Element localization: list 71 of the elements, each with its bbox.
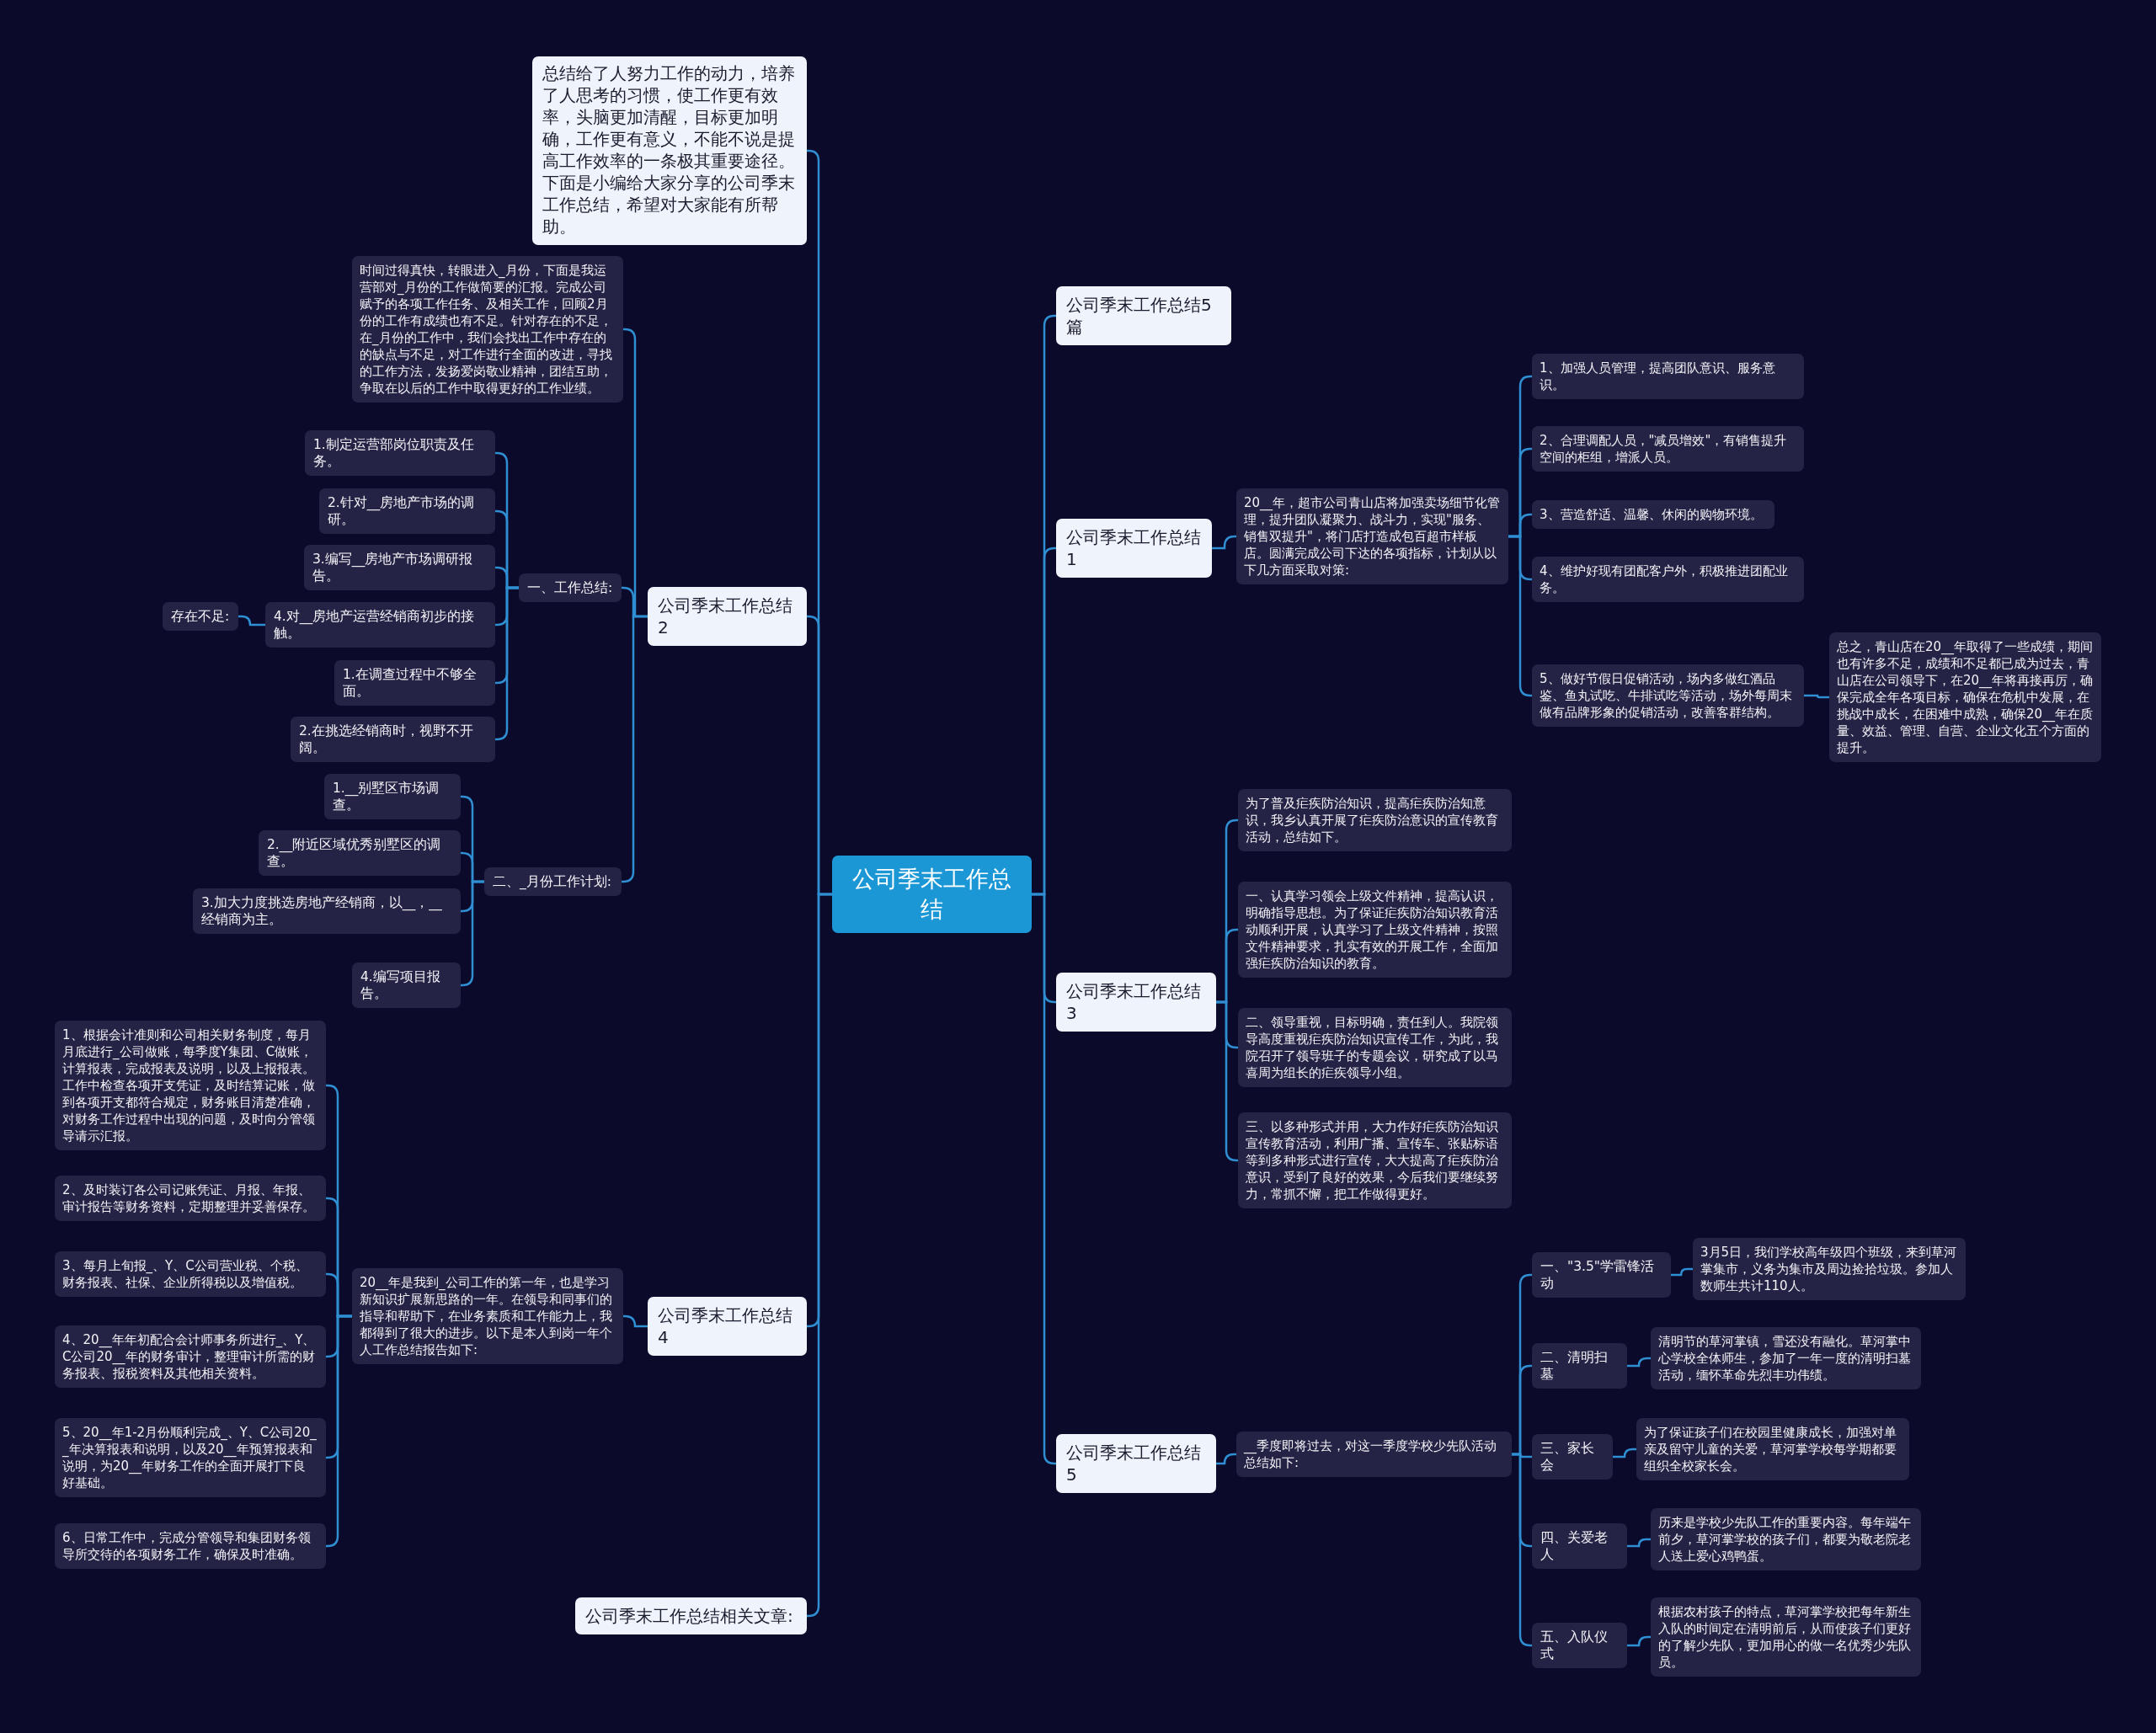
topic-box: 公司季末工作总结5: [1056, 1434, 1216, 1493]
subtopic-box: 二、_月份工作计划:: [484, 867, 622, 896]
text-box: 一、认真学习领会上级文件精神，提高认识，明确指导思想。为了保证疟疾防治知识教育活动顺利开展，认真学习了上级文件精神，按照文件精神要求，扎实有效的开展工作，全面加强疟疾防治知识的教育。: [1238, 882, 1512, 978]
topic-box: 公司季末工作总结2: [648, 587, 807, 646]
subtopic-box: 3.加大力度挑选房地产经销商，以__，__经销商为主。: [193, 888, 461, 934]
text-box: 2、合理调配人员，"减员增效"，有销售提升空间的柜组，增派人员。: [1532, 426, 1804, 472]
text-box: 三、以多种形式并用，大力作好疟疾防治知识宣传教育活动，利用广播、宣传车、张贴标语等到多种形式进行宣传，大大提高了疟疾防治意识，受到了良好的效果，今后我们要继续努力，常抓不懈，把工作做得更好。: [1238, 1112, 1512, 1208]
text-box: 1、加强人员管理，提高团队意识、服务意识。: [1532, 354, 1804, 399]
connector-line: [1671, 1267, 1693, 1277]
connector-line: [1627, 1538, 1651, 1548]
subtopic-box: 二、清明扫墓: [1532, 1343, 1627, 1389]
connector-line: [461, 880, 484, 987]
subtopic-box: 3.编写__房地产市场调研报告。: [304, 545, 495, 590]
subtopic-box: 1.制定运营部岗位职责及任务。: [305, 430, 495, 476]
text-box: 3、营造舒适、温馨、休闲的购物环境。: [1532, 500, 1774, 529]
connector-line: [1216, 1000, 1238, 1162]
topic-box: 公司季末工作总结相关文章:: [575, 1597, 807, 1634]
text-box: 5、20__年1-2月份顺利完成_、Y、C公司20__年决算报表和说明，以及20__年预算报表和说明，为20__年财务工作的全面开展打下良好基础。: [55, 1418, 326, 1497]
connector-line: [1512, 1453, 1532, 1647]
text-box: 3、每月上旬报_、Y、C公司营业税、个税、财务报表、社保、企业所得税以及增值税。: [55, 1251, 326, 1297]
subtopic-box: 4.编写项目报告。: [352, 962, 461, 1008]
subtopic-box: 4.对__房地产运营经销商初步的接触。: [265, 602, 495, 648]
connector-line: [1804, 694, 1829, 699]
text-box: 根据农村孩子的特点，草河掌学校把每年新生入队的时间定在清明前后，从而使孩子们更好的了解少先队，更加用心的做一名优秀少先队员。: [1651, 1597, 1921, 1677]
topic-box: 公司季末工作总结5篇: [1056, 286, 1231, 345]
subtopic-box: 2.针对__房地产市场的调研。: [319, 488, 495, 534]
text-box: 4、维护好现有团配客户外，积极推进团配业务。: [1532, 557, 1804, 602]
topic-box: 公司季末工作总结1: [1056, 519, 1212, 578]
text-box: 5、做好节假日促销活动，场内多做红酒品鉴、鱼丸试吃、牛排试吃等活动，场外每周末做有品牌形象的促销活动，改善客群结构。: [1532, 664, 1804, 727]
text-box: 6、日常工作中，完成分管领导和集团财务领导所交待的各项财务工作，确保及时准确。: [55, 1523, 326, 1569]
connector-line: [495, 586, 519, 741]
text-box: 20__年，超市公司青山店将加强卖场细节化管理，提升团队凝聚力、战斗力，实现"服务、销售双提升"，将门店打造成包百超市样板店。圆满完成公司下达的各项指标，计划从以下几方面采取对策:: [1236, 488, 1508, 584]
text-box: 2、及时装订各公司记账凭证、月报、年报、审计报告等财务资料，定期整理并妥善保存。: [55, 1176, 326, 1221]
connector-line: [1508, 535, 1532, 697]
connector-line: [1627, 1357, 1651, 1368]
subtopic-box: 2.__附近区域优秀别墅区的调查。: [259, 830, 461, 876]
connector-line: [1032, 893, 1057, 1465]
subtopic-box: 一、"3.5"学雷锋活动: [1532, 1252, 1671, 1298]
connector-line: [1627, 1635, 1651, 1647]
text-box: 为了普及疟疾防治知识，提高疟疾防治知意识，我乡认真开展了疟疾防治意识的宣传教育活动，总结如下。: [1238, 789, 1512, 851]
connector-line: [326, 1314, 352, 1548]
subtopic-box: 2.在挑选经销商时，视野不开阔。: [291, 717, 495, 762]
subtopic-box: 四、关爱老人: [1532, 1523, 1627, 1569]
central-topic: 公司季末工作总结: [832, 856, 1032, 933]
text-box: 20__年是我到_公司工作的第一年，也是学习新知识扩展新思路的一年。在领导和同事们的指导和帮助下，在业务素质和工作能力上，我都得到了很大的进步。以下是本人到岗一年个人工作总结报告如下:: [352, 1268, 623, 1364]
connector-line: [1613, 1448, 1636, 1458]
connector-line: [1216, 1453, 1236, 1465]
intro-text-box: 总结给了人努力工作的动力，培养了人思考的习惯，使工作更有效率，头脑更加清醒，目标更加明确，工作更有意义，不能不说是提高工作效率的一条极其重要途径。下面是小编给大家分享的公司季末工作总结，希望对大家能有所帮助。: [532, 56, 807, 245]
text-box: 总之，青山店在20__年取得了一些成绩，期间也有许多不足，成绩和不足都已成为过去，青山店在公司领导下，在20__年将再接再厉，确保完成全年各项目标，确保在危机中发展，在挑战中成长，在困难中成熟，确保20__年在质量、效益、管理、自营、企业文化五个方面的提升。: [1829, 632, 2101, 762]
subtopic-box: 1.在调查过程中不够全面。: [334, 660, 495, 706]
subtopic-box: 五、入队仪式: [1532, 1623, 1627, 1668]
text-box: 3月5日，我们学校高年级四个班级，来到草河掌集市，义务为集市及周边捡拾垃圾。参加人数师生共计110人。: [1693, 1238, 1966, 1300]
text-box: 二、领导重视，目标明确，责任到人。我院领导高度重视疟疾防治知识宣传工作，为此，我院召开了领导班子的专题会议，研究成了以马喜周为组长的疟疾领导小组。: [1238, 1008, 1512, 1087]
text-box: __季度即将过去，对这一季度学校少先队活动总结如下:: [1236, 1432, 1512, 1477]
subtopic-box: 存在不足:: [163, 602, 238, 631]
text-box: 为了保证孩子们在校园里健康成长，加强对单亲及留守儿童的关爱，草河掌学校每学期都要组织全校家长会。: [1636, 1418, 1909, 1480]
connector-line: [806, 893, 832, 1618]
text-box: 时间过得真快，转眼进入_月份，下面是我运营部对_月份的工作做简要的汇报。完成公司赋予的各项工作任务、及相关工作，回顾2月份的工作有成绩也有不足。针对存在的不足，在_月份的工作中，我们会找出工作中存在的的缺点与不足，对工作进行全面的改进，寻找的工作方法，发扬爱岗敬业精神，团结互助，争取在以后的工作中取得更好的工作业绩。: [352, 256, 623, 403]
subtopic-box: 三、家长会: [1532, 1434, 1613, 1480]
text-box: 清明节的草河掌镇，雪还没有融化。草河掌中心学校全体师生，参加了一年一度的清明扫墓活动，缅怀革命先烈丰功伟绩。: [1651, 1327, 1921, 1389]
connector-line: [238, 615, 265, 627]
connector-line: [1212, 535, 1236, 550]
connector-line: [623, 1314, 648, 1328]
text-box: 4、20__年年初配合会计师事务所进行_、Y、C公司20__年的财务审计，整理审计所需的财务报表、报税资料及其他相关资料。: [55, 1325, 326, 1388]
topic-box: 公司季末工作总结3: [1056, 973, 1216, 1032]
text-box: 历来是学校少先队工作的重要内容。每年端午前夕，草河掌学校的孩子们，都要为敬老院老人送上爱心鸡鸭蛋。: [1651, 1508, 1921, 1570]
connector-line: [621, 615, 648, 883]
text-box: 1、根据会计准则和公司相关财务制度，每月月底进行_公司做账，每季度Y集团、C做账，计算报表，完成报表及说明，以及上报报表。工作中检查各项开支凭证，及时结算记账，做到各项开支都符合规定，财务账目清楚准确，对财务工作过程中出现的问题，及时向分管领导请示汇报。: [55, 1021, 326, 1150]
topic-box: 公司季末工作总结4: [648, 1297, 807, 1356]
subtopic-box: 1.__别墅区市场调查。: [324, 774, 461, 819]
subtopic-box: 一、工作总结:: [519, 573, 622, 602]
